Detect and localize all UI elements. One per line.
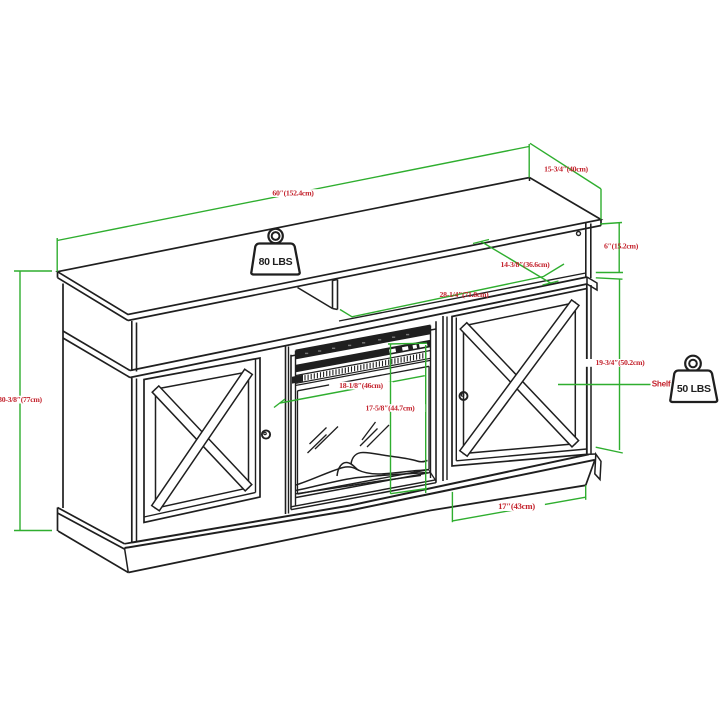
svg-text:50 LBS: 50 LBS bbox=[677, 383, 711, 395]
svg-text:Shelf: Shelf bbox=[652, 380, 671, 389]
svg-text:28-1/4″(71.8cm): 28-1/4″(71.8cm) bbox=[440, 290, 490, 299]
svg-text:30-3/8″(77cm): 30-3/8″(77cm) bbox=[0, 395, 43, 404]
svg-text:17-5/8″(44.7cm): 17-5/8″(44.7cm) bbox=[366, 403, 416, 412]
svg-text:14-3/8″(36.6cm): 14-3/8″(36.6cm) bbox=[501, 260, 551, 269]
svg-text:60″(152.4cm): 60″(152.4cm) bbox=[272, 188, 314, 197]
svg-text:18-1/8″(46cm): 18-1/8″(46cm) bbox=[339, 381, 383, 390]
svg-text:17″(43cm): 17″(43cm) bbox=[498, 501, 535, 511]
svg-text:15-3/4″(40cm): 15-3/4″(40cm) bbox=[544, 164, 588, 173]
svg-text:6″(15.2cm): 6″(15.2cm) bbox=[604, 241, 639, 250]
svg-text:80 LBS: 80 LBS bbox=[259, 256, 293, 268]
svg-text:19-3/4″(50.2cm): 19-3/4″(50.2cm) bbox=[596, 358, 646, 367]
